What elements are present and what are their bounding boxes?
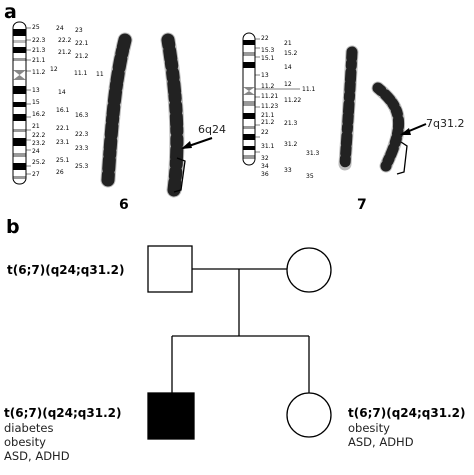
karyotype-panel: 25 22.3 21.3 21.1 11.2 12 13 15 16.2 21 … [12,21,427,198]
breakpoint-6-label: 6q24 [198,123,226,136]
band-label: 11.1 [302,86,316,93]
band-label: 13 [32,87,40,94]
band-label: 21.3 [32,47,46,54]
band-label: 21.1 [261,112,275,119]
band-label: 22 [261,35,269,42]
breakpoint-6-arrowhead [181,141,192,149]
band-label: 32 [261,155,269,162]
band-label: 24 [56,25,64,32]
band-label: 23 [75,27,83,34]
band-label: 12 [284,81,292,88]
breakpoint-7-arrowhead [400,128,411,135]
band-label: 22.1 [56,125,70,132]
sister-symbol [286,392,332,438]
proband-karyotype: t(6;7)(q24;q31.2) [4,406,122,420]
sister-karyotype: t(6;7)(q24;q31.2) [348,406,466,420]
band-label: 31.3 [306,150,320,157]
band-label: 26 [56,169,64,176]
band-label: 36 [261,171,269,178]
band-label: 33 [284,167,292,174]
band-label: 25.2 [32,159,46,166]
band-label: 22.2 [32,132,46,139]
band-label: 11.22 [284,97,301,104]
panel-a-label: a [4,1,17,23]
father-karyotype: t(6;7)(q24;q31.2) [7,263,125,277]
breakpoint-6-bracket [173,157,186,193]
band-label: 14 [284,64,292,71]
proband-phenotype-item: ASD, ADHD [4,449,70,463]
band-label: 22.2 [58,37,72,44]
band-label: 16.1 [56,107,70,114]
band-label: 11.2 [32,69,46,76]
band-label: 21.1 [32,57,46,64]
band-label: 12 [50,66,58,73]
band-label: 21.3 [284,120,298,127]
proband-annotation: t(6;7)(q24;q31.2) diabetes obesity ASD, … [4,405,121,463]
sister-phenotype-item: obesity [348,421,390,435]
band-label: 22.1 [75,40,89,47]
chromosome-7-derivative [371,81,406,173]
band-label: 22.3 [32,37,46,44]
band-label: 11.2 [261,83,275,90]
band-label: 35 [306,173,314,180]
band-label: 16.2 [32,111,46,118]
chromosome-7-band-labels: 22 15.3 15.1 13 11.2 11.21 11.23 21.1 21… [261,35,320,180]
band-label: 24 [32,148,40,155]
chromosome-6-derivative [160,32,185,198]
band-label: 14 [58,89,66,96]
band-label: 21.2 [261,119,275,126]
band-label: 21.2 [58,49,72,56]
proband-phenotype-item: diabetes [4,421,54,435]
sister-annotation: t(6;7)(q24;q31.2) obesity ASD, ADHD [348,405,465,449]
mother-symbol [286,247,332,293]
chromosome-6-normal [100,32,133,188]
band-label: 25.1 [56,157,70,164]
band-label: 16.3 [75,112,89,119]
band-label: 15 [32,99,40,106]
pedigree-chart [147,245,332,440]
chromosome-6-ideogram [12,21,27,185]
chromosome-7-number: 7 [357,197,367,213]
panel-b-label: b [6,216,20,238]
band-label: 27 [32,171,40,178]
band-label: 21.2 [75,53,89,60]
band-label: 11 [96,71,104,78]
band-label: 31.1 [261,143,275,150]
band-label: 31.2 [284,141,298,148]
band-label: 11.21 [261,93,278,100]
band-label: 25.3 [75,163,89,170]
band-label: 11.23 [261,103,278,110]
band-label: 25 [32,24,40,31]
band-label: 21 [284,40,292,47]
chromosome-7-ideogram [242,32,256,166]
band-label: 15.2 [284,50,298,57]
band-label: 23.3 [75,145,89,152]
band-label: 22.3 [75,131,89,138]
band-label: 11.1 [74,70,88,77]
band-label: 15.3 [261,47,275,54]
chromosome-7-normal [338,45,359,171]
band-label: 23.2 [32,140,46,147]
breakpoint-7-bracket [396,141,408,175]
chromosome-6-band-labels: 25 22.3 21.3 21.1 11.2 12 13 15 16.2 21 … [32,24,104,178]
proband-phenotype-item: obesity [4,435,46,449]
band-label: 21 [32,123,40,130]
proband-symbol [147,392,195,440]
band-label: 34 [261,163,269,170]
band-label: 23.1 [56,139,70,146]
sister-phenotype-item: ASD, ADHD [348,435,414,449]
chromosome-6-number: 6 [119,197,129,213]
breakpoint-7-label: 7q31.2 [426,117,465,130]
father-symbol [147,245,193,293]
band-label: 13 [261,72,269,79]
band-label: 15.1 [261,55,275,62]
band-label: 22 [261,129,269,136]
